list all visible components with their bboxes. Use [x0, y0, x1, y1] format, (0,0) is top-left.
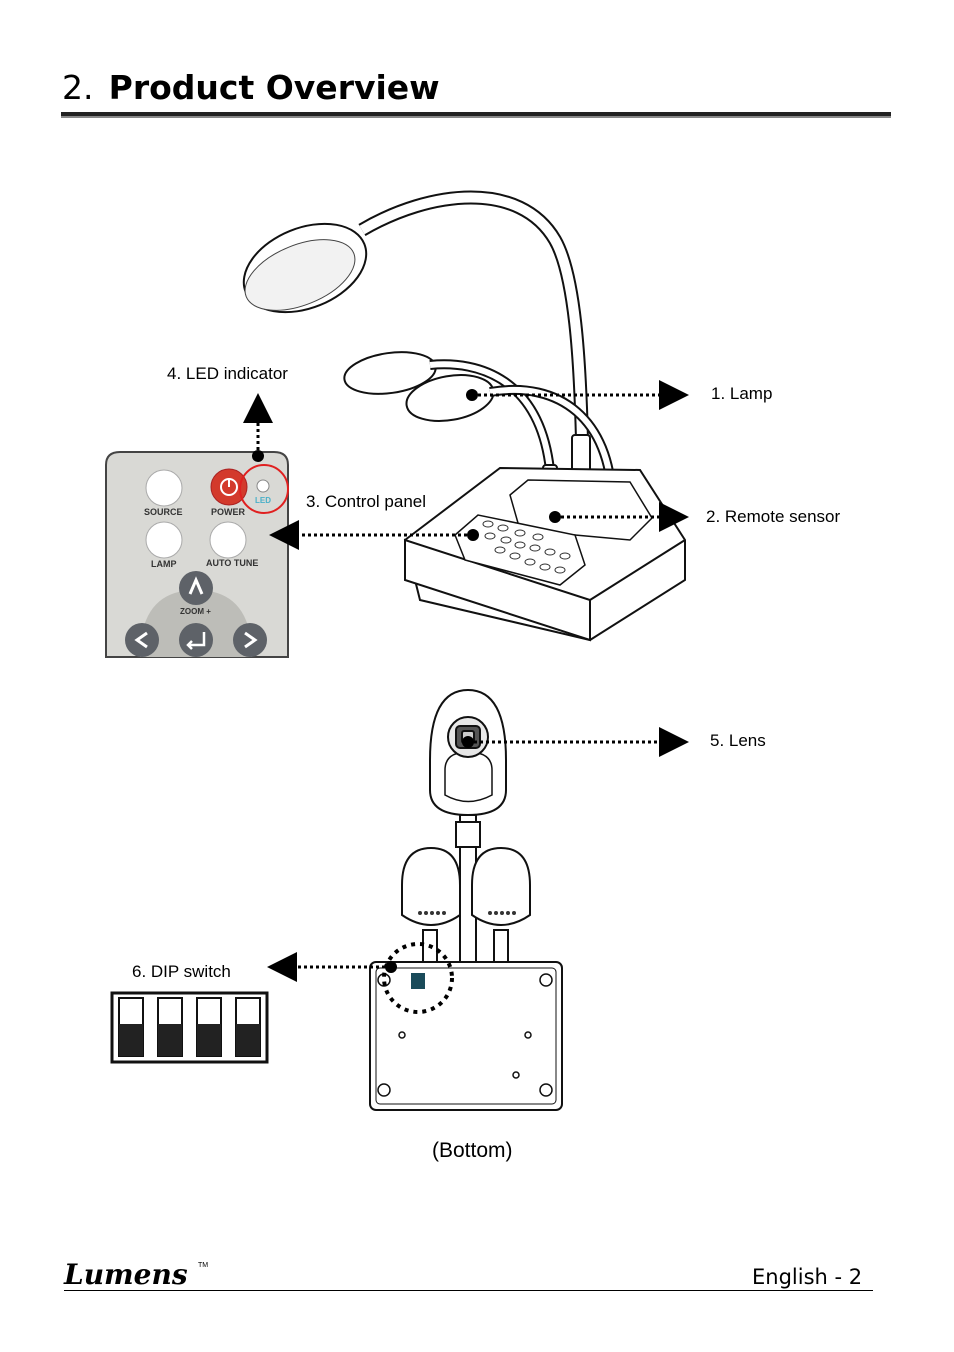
- callout-control-panel: 3. Control panel: [306, 492, 427, 511]
- remote-label-zoom: ZOOM +: [180, 607, 211, 616]
- remote-label-lamp: LAMP: [151, 559, 177, 569]
- remote-label-led: LED: [255, 496, 271, 505]
- control-panel-inset: SOURCE POWER LED LAMP AUTO TUNE ZOOM +: [105, 451, 289, 658]
- bottom-base-feet: [377, 973, 553, 1097]
- callout-led-indicator: 4. LED indicator: [167, 364, 288, 383]
- page-number: English - 2: [752, 1265, 863, 1289]
- callout-dots: [252, 389, 561, 973]
- bottom-view-caption: (Bottom): [432, 1139, 513, 1162]
- remote-label-auto-tune: AUTO TUNE: [206, 558, 258, 568]
- remote-label-power: POWER: [211, 507, 246, 517]
- callout-dip-switch: 6. DIP switch: [132, 962, 231, 981]
- trademark-mark: TM: [198, 1262, 209, 1269]
- dip-switch-highlight: [382, 942, 454, 1014]
- dip-switch-inset: [110, 991, 269, 1064]
- heading-rule-shadow: [61, 116, 891, 118]
- document-camera-bottom-view: [369, 688, 563, 1111]
- dip-switch-on-base: [411, 973, 425, 989]
- lumens-logo: Lumens: [64, 1258, 188, 1291]
- heading-rule: [61, 112, 891, 116]
- footer-rule: [64, 1290, 873, 1291]
- section-title: Product Overview: [108, 68, 440, 107]
- callout-lens: 5. Lens: [710, 731, 766, 750]
- callout-remote-sensor: 2. Remote sensor: [706, 507, 841, 526]
- callout-lamp: 1. Lamp: [711, 384, 773, 403]
- control-panel-buttons: [482, 520, 571, 574]
- remote-label-source: SOURCE: [144, 507, 183, 517]
- document-camera-top-view: [242, 190, 686, 642]
- section-heading: 2. Product Overview: [62, 66, 440, 110]
- callout-leaders: [243, 380, 689, 982]
- lamp-head-dots: [418, 911, 516, 915]
- section-number: 2.: [62, 68, 94, 107]
